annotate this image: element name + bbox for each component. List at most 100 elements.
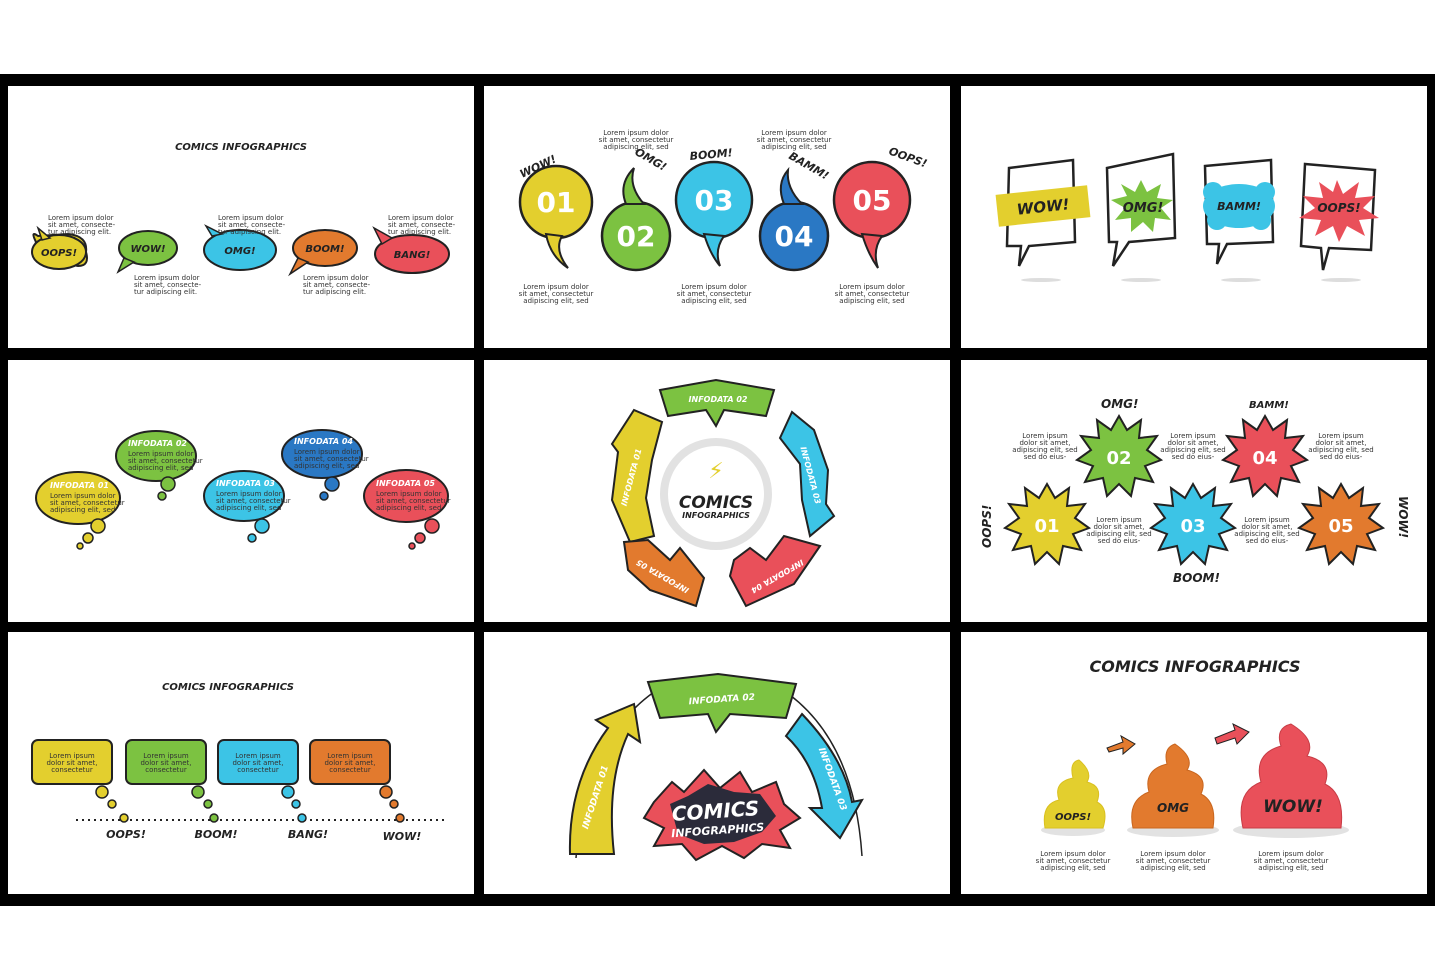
panel-6-starbursts[interactable]: 01 02 03 04 05 OOPS! OMG! BOOM! BAMM! WO…	[961, 360, 1427, 622]
panel-8-arch-arrows[interactable]: INFODATA 01 INFODATA 02 INFODATA 03 COMI…	[484, 632, 950, 894]
svg-text:tur adipiscing elit.: tur adipiscing elit.	[388, 228, 451, 236]
svg-text:Lorem ipsum dolor: Lorem ipsum dolor	[294, 448, 360, 456]
panel-3-comic-frames[interactable]: WOW! OMG! BAMM! OOPS!	[961, 86, 1427, 348]
svg-text:tur adipiscing elit.: tur adipiscing elit.	[303, 288, 366, 296]
svg-text:OOPS!: OOPS!	[106, 828, 146, 841]
svg-text:04: 04	[1252, 448, 1277, 469]
svg-text:adipiscing elit, sed: adipiscing elit, sed	[761, 143, 826, 151]
svg-text:05: 05	[1328, 516, 1353, 537]
svg-text:Lorem ipsum: Lorem ipsum	[1022, 432, 1068, 440]
svg-text:sit amet, consecte-: sit amet, consecte-	[218, 221, 286, 229]
panel-2-number-bubbles[interactable]: 01 02 03 04 05 WOW! OMG! BOOM! BAMM! OOP…	[484, 86, 950, 348]
center-burst: COMICS INFOGRAPHICS	[642, 768, 802, 862]
svg-text:sit amet, consectetur: sit amet, consectetur	[294, 455, 369, 463]
svg-text:dolor sit amet,: dolor sit amet,	[1315, 439, 1366, 447]
arch-arrow-2: INFODATA 02	[646, 672, 798, 734]
bubble-label: BOOM!	[305, 244, 344, 255]
svg-text:adipiscing elit, sed: adipiscing elit, sed	[1086, 530, 1151, 538]
svg-text:03: 03	[1180, 516, 1205, 537]
svg-text:Lorem ipsum dolor: Lorem ipsum dolor	[218, 214, 284, 222]
bubble-label: BANG!	[394, 250, 431, 261]
swirl-3: WOW!	[1233, 723, 1349, 838]
svg-text:Lorem ipsum dolor: Lorem ipsum dolor	[603, 129, 669, 137]
bubble-1: OOPS!	[31, 225, 88, 270]
svg-text:sit amet, consecte-: sit amet, consecte-	[388, 221, 456, 229]
svg-text:sed do eius-: sed do eius-	[1024, 453, 1067, 461]
frame-1: WOW!	[995, 158, 1091, 267]
svg-text:sit amet, consectetur: sit amet, consectetur	[376, 497, 451, 505]
svg-text:sit amet, consecte-: sit amet, consecte-	[303, 281, 371, 289]
svg-text:Lorem ipsum dolor: Lorem ipsum dolor	[388, 214, 454, 222]
svg-text:dolor sit amet,: dolor sit amet,	[324, 759, 375, 767]
svg-text:adipiscing elit, sed: adipiscing elit, sed	[1140, 864, 1205, 872]
num-bubble-2: 02	[600, 167, 672, 272]
svg-text:sit amet, consectetur: sit amet, consectetur	[50, 499, 125, 507]
cycle-arrow-5: INFODATA 05	[622, 538, 706, 608]
frame-2: OMG!	[1105, 152, 1177, 267]
svg-text:WOW!: WOW!	[383, 830, 422, 843]
svg-text:tur adipiscing elit.: tur adipiscing elit.	[134, 288, 197, 296]
num-bubble-1: 01	[518, 164, 594, 269]
frame-label: OMG!	[1123, 201, 1164, 216]
svg-text:adipiscing elit, sed: adipiscing elit, sed	[50, 506, 115, 514]
svg-text:dolor sit amet,: dolor sit amet,	[232, 759, 283, 767]
svg-text:adipiscing elit, sed: adipiscing elit, sed	[1234, 530, 1299, 538]
svg-text:OOPS!: OOPS!	[1055, 812, 1091, 823]
bubble-label: WOW!	[130, 244, 165, 255]
svg-text:adipiscing elit, sed: adipiscing elit, sed	[681, 297, 746, 305]
svg-text:BOOM!: BOOM!	[194, 828, 237, 841]
svg-text:adipiscing elit, sed: adipiscing elit, sed	[1040, 864, 1105, 872]
num-bubble-4: 04	[758, 166, 830, 272]
svg-text:sit amet, consectetur: sit amet, consectetur	[599, 136, 674, 144]
svg-text:Lorem ipsum dolor: Lorem ipsum dolor	[48, 214, 114, 222]
svg-text:adipiscing elit, sed: adipiscing elit, sed	[1160, 446, 1225, 454]
svg-text:tur adipiscing elit.: tur adipiscing elit.	[218, 228, 281, 236]
panel-9-growth[interactable]: COMICS INFOGRAPHICS OOPS! OMG WOW! Lorem…	[961, 632, 1427, 894]
frame-4: OOPS!	[1299, 162, 1379, 271]
svg-text:INFODATA 02: INFODATA 02	[128, 439, 187, 448]
svg-text:adipiscing elit, sed: adipiscing elit, sed	[128, 464, 193, 472]
svg-text:Lorem ipsum dolor: Lorem ipsum dolor	[1040, 850, 1106, 858]
star-4: 04	[1222, 415, 1308, 497]
center-title: COMICS	[679, 493, 753, 513]
svg-text:adipiscing elit, sed: adipiscing elit, sed	[376, 504, 441, 512]
panel-title: COMICS INFOGRAPHICS	[175, 142, 307, 153]
exclaim: OOPS!	[887, 145, 929, 171]
svg-text:WOW!: WOW!	[1263, 797, 1323, 817]
svg-text:INFODATA 05: INFODATA 05	[376, 479, 435, 488]
svg-text:sit amet, consectetur: sit amet, consectetur	[757, 136, 832, 144]
svg-text:adipiscing elit, sed: adipiscing elit, sed	[839, 297, 904, 305]
svg-text:adipiscing elit, sed: adipiscing elit, sed	[1308, 446, 1373, 454]
arch-arrow-1: INFODATA 01	[568, 702, 642, 855]
svg-text:Lorem ipsum: Lorem ipsum	[1096, 516, 1142, 524]
svg-text:sit amet, consectetur: sit amet, consectetur	[1036, 857, 1111, 865]
svg-text:sit amet, consectetur: sit amet, consectetur	[677, 290, 752, 298]
svg-text:sit amet, consecte-: sit amet, consecte-	[134, 281, 202, 289]
star-5: 05	[1298, 483, 1384, 565]
svg-text:Lorem ipsum: Lorem ipsum	[143, 752, 189, 760]
svg-text:02: 02	[1106, 448, 1131, 469]
panel-5-cycle-arrows[interactable]: ⚡ COMICS INFOGRAPHICS INFODATA 02 INFODA…	[484, 360, 950, 622]
panel-1-speech-bubbles[interactable]: COMICS INFOGRAPHICS OOPS! WOW! OMG! BOOM…	[8, 86, 474, 348]
svg-text:INFODATA 04: INFODATA 04	[294, 437, 353, 446]
bubble-5: BANG!	[372, 226, 450, 274]
svg-text:Lorem ipsum: Lorem ipsum	[1318, 432, 1364, 440]
num-label: 05	[853, 184, 892, 217]
svg-text:Lorem ipsum: Lorem ipsum	[1170, 432, 1216, 440]
svg-text:Lorem ipsum dolor: Lorem ipsum dolor	[839, 283, 905, 291]
svg-text:sed do eius-: sed do eius-	[1320, 453, 1363, 461]
svg-text:sed do eius-: sed do eius-	[1246, 537, 1289, 545]
svg-text:Lorem ipsum: Lorem ipsum	[1244, 516, 1290, 524]
bubble-3: OMG!	[203, 224, 277, 271]
